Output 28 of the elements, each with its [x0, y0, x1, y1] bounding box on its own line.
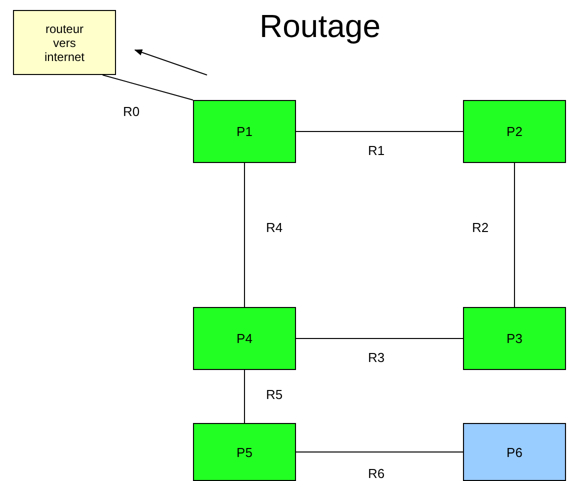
- edge-label: R6: [367, 466, 386, 481]
- node-label: P2: [506, 124, 522, 139]
- connector-line: [296, 131, 464, 132]
- edge-label: R3: [367, 350, 386, 365]
- node-label: P6: [506, 444, 522, 460]
- computer-box: [463, 307, 566, 370]
- connector-line: [514, 162, 515, 308]
- edge-label: R2: [471, 220, 490, 235]
- computer-box: [193, 307, 296, 370]
- computer-box: [193, 100, 296, 163]
- node-label: P4: [236, 331, 252, 346]
- edge-label: R4: [265, 220, 284, 235]
- computer-box: [463, 423, 566, 481]
- router-box: [13, 10, 116, 75]
- node-label: P3: [506, 331, 522, 346]
- node-label: routeur vers internet: [43, 22, 86, 64]
- diagram-title: Routage: [258, 8, 382, 45]
- connector-line: [296, 338, 464, 339]
- computer-box: [463, 100, 566, 163]
- edge-label: R5: [265, 387, 284, 402]
- connector-line: [102, 74, 194, 100]
- node-label: P1: [236, 124, 252, 139]
- edge-label: R0: [122, 104, 141, 119]
- node-label: P5: [236, 444, 252, 460]
- computer-box: [193, 423, 296, 481]
- connector-line: [244, 370, 245, 424]
- connector-line: [244, 162, 245, 308]
- edge-label: R1: [367, 143, 386, 158]
